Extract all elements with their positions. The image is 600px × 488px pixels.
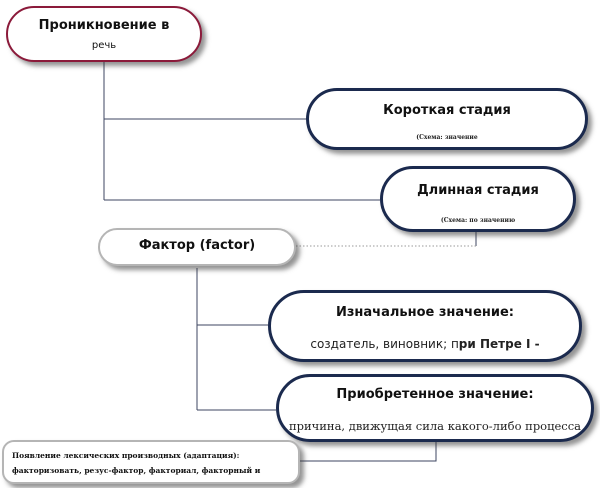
original-meaning-text-normal: создатель, виновник; п <box>310 337 459 351</box>
node-penetration: Проникновение в речь <box>6 6 202 62</box>
original-meaning-title: Изначальное значение: <box>335 305 515 320</box>
long-stage-title: Длинная стадия <box>417 183 539 198</box>
penetration-title-line1: Проникновение в <box>38 18 170 33</box>
connector-acquired-to-derivatives <box>300 439 437 462</box>
penetration-title-line2: речь <box>91 40 117 51</box>
node-short-stage: Короткая стадия (Схема: значение <box>306 88 588 150</box>
derivatives-line1: Появление лексических производных (адапт… <box>12 451 240 460</box>
node-original-meaning: Изначальное значение: создатель, виновни… <box>268 290 582 362</box>
node-factor: Фактор (factor) <box>98 228 296 266</box>
node-derivatives: Появление лексических производных (адапт… <box>2 440 300 484</box>
original-meaning-text: создатель, виновник; при Петре I - <box>271 337 579 351</box>
long-stage-note: (Схема: по значению <box>440 217 516 224</box>
short-stage-note: (Схема: значение <box>416 134 478 141</box>
factor-title: Фактор (factor) <box>138 238 256 253</box>
short-stage-title: Короткая стадия <box>383 103 511 118</box>
acquired-meaning-title: Приобретенное значение: <box>336 387 534 402</box>
original-meaning-text-bold: ри Петре I - <box>458 337 540 351</box>
node-acquired-meaning: Приобретенное значение: причина, движуща… <box>276 374 594 442</box>
node-long-stage: Длинная стадия (Схема: по значению <box>380 166 576 232</box>
derivatives-line2: факторизовать, резус-фактор, факториал, … <box>12 466 261 475</box>
acquired-meaning-text: причина, движущая сила какого-либо проце… <box>288 419 582 433</box>
